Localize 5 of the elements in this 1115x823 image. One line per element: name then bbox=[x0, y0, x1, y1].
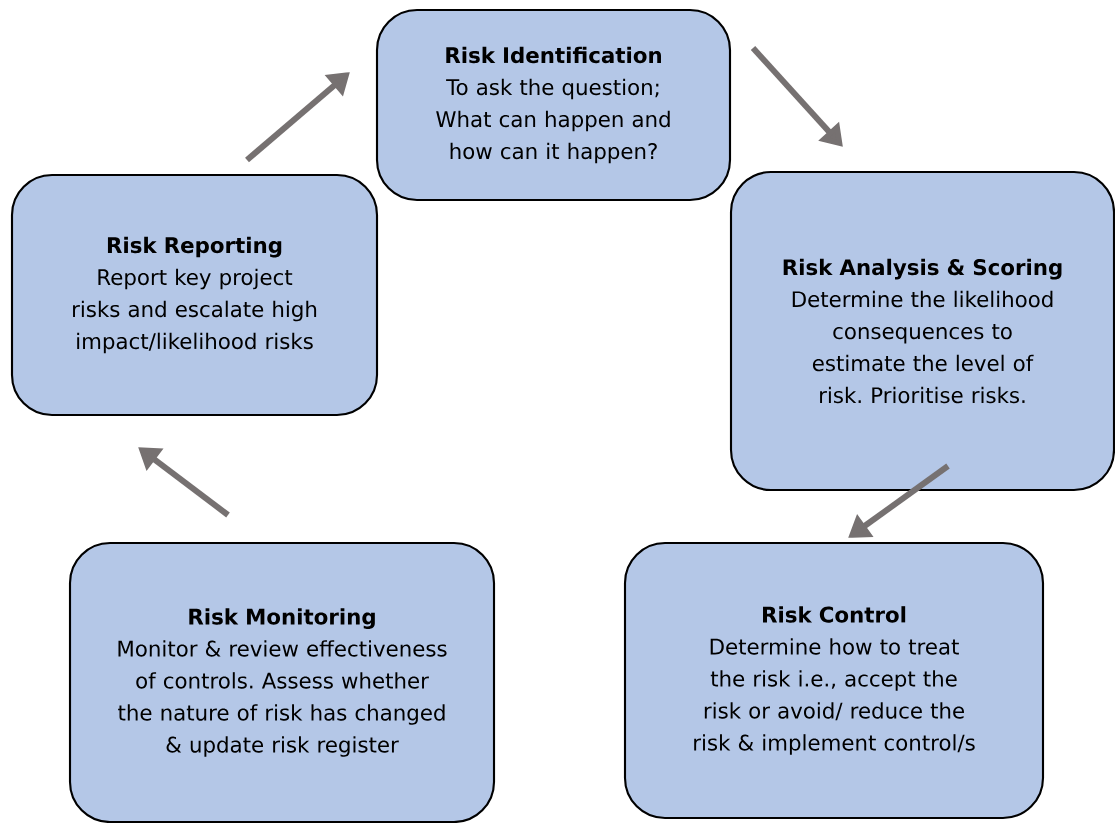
process-box: Risk Monitoring Monitor & review effectiveness of controls. Assess whether the nature of risk has changed & update risk register bbox=[68, 541, 496, 823]
process-box: Risk Analysis & Scoring Determine the likelihood consequences to estimate the level of risk. Prioritise risks. bbox=[729, 170, 1115, 492]
process-box: Risk Reporting Report key project risks and escalate high impact/likelihood risks bbox=[10, 173, 379, 417]
process-box: Risk Control Determine how to treat the risk i.e., accept the risk or avoid/ reduce the risk & implement control/s bbox=[623, 541, 1045, 820]
process-box: Risk Identification To ask the question; What can happen and how can it happen? bbox=[375, 8, 732, 202]
